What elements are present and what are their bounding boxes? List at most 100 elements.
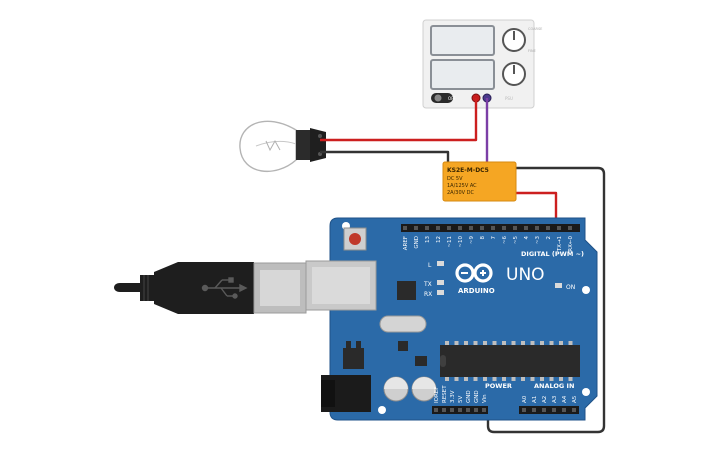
mcu-leg — [483, 341, 487, 345]
analog-pin-hole[interactable] — [572, 408, 576, 412]
mcu-leg — [540, 341, 544, 345]
wire-black-bulb-relay — [320, 150, 450, 168]
power-pin-label: RESET — [442, 385, 448, 403]
digital-pin-label: ~11 — [447, 236, 453, 248]
digital-pin-label: ~10 — [458, 236, 464, 248]
digital-pin-hole[interactable] — [535, 226, 539, 230]
analog-pin-label: A2 — [542, 396, 548, 403]
digital-pin-hole[interactable] — [403, 226, 407, 230]
digital-pin-label: TX→1 — [557, 236, 563, 252]
power-pin-hole[interactable] — [482, 408, 486, 412]
relay[interactable]: KS2E-M-DC5 DC 5V 1A/125V AC 2A/30V DC — [442, 161, 517, 202]
digital-pin-hole[interactable] — [469, 226, 473, 230]
digital-pin-hole[interactable] — [414, 226, 418, 230]
digital-pin-label: 8 — [480, 236, 486, 240]
relay-spec-1: DC 5V — [447, 176, 463, 182]
mcu-leg — [521, 377, 525, 381]
power-supply[interactable]: COARSE FINE OFF PSU — [422, 19, 542, 109]
light-bulb[interactable] — [239, 120, 326, 173]
svg-text:PSU: PSU — [505, 96, 513, 101]
relay-spec-3: 2A/30V DC — [447, 190, 475, 196]
analog-pin-hole[interactable] — [552, 408, 556, 412]
led-rx-label: RX — [424, 291, 432, 298]
digital-pin-hole[interactable] — [436, 226, 440, 230]
mounting-hole — [378, 406, 386, 414]
arduino-infinity-logo-icon — [455, 263, 493, 283]
reset-button[interactable] — [343, 227, 367, 251]
svg-text:FINE: FINE — [528, 49, 536, 53]
power-pin-label: GND — [474, 390, 480, 403]
mcu-leg — [502, 341, 506, 345]
power-pin-label: 3.3V — [450, 390, 456, 403]
digital-pin-label: 13 — [425, 236, 431, 243]
digital-pin-hole[interactable] — [502, 226, 506, 230]
analog-pin-label: A5 — [572, 395, 578, 403]
voltage-regulator — [343, 348, 364, 369]
usb-cable[interactable] — [114, 262, 307, 314]
relay-model: KS2E-M-DC5 — [447, 167, 489, 174]
analog-header[interactable] — [519, 406, 579, 414]
digital-header[interactable] — [401, 224, 580, 232]
digital-pin-label: GND — [414, 236, 420, 249]
digital-pin-hole[interactable] — [491, 226, 495, 230]
current-display — [430, 59, 495, 90]
mcu-leg — [568, 341, 573, 345]
digital-pin-hole[interactable] — [524, 226, 528, 230]
digital-pin-label: ~9 — [469, 236, 475, 245]
analog-pin-label: A0 — [522, 395, 528, 403]
led-on — [555, 283, 562, 288]
mcu-leg — [568, 377, 573, 381]
analog-pin-hole[interactable] — [542, 408, 546, 412]
relay-spec-2: 1A/125V AC — [447, 183, 477, 189]
mcu-leg — [473, 341, 478, 345]
analog-pin-label: A4 — [562, 395, 568, 403]
power-pin-hole[interactable] — [434, 408, 438, 412]
analog-pin-hole[interactable] — [522, 408, 526, 412]
power-pin-label: Vin — [482, 394, 488, 403]
power-header-label: POWER — [485, 382, 512, 390]
power-pin-label: IOREF — [434, 387, 440, 403]
power-pin-hole[interactable] — [450, 408, 454, 412]
svg-text:COARSE: COARSE — [528, 27, 542, 31]
arduino-brand: ARDUINO — [458, 287, 495, 295]
power-pin-hole[interactable] — [466, 408, 470, 412]
mcu-leg — [492, 341, 497, 345]
digital-pin-hole[interactable] — [425, 226, 429, 230]
mcu-leg — [502, 377, 506, 381]
power-pin-hole[interactable] — [474, 408, 478, 412]
crystal-oscillator — [379, 315, 427, 333]
mcu-leg — [473, 377, 478, 381]
power-pin-label: GND — [466, 390, 472, 403]
mcu-leg — [549, 377, 554, 381]
led-tx — [437, 280, 444, 285]
mcu-leg — [454, 341, 459, 345]
digital-pin-hole[interactable] — [568, 226, 572, 230]
digital-pin-label: ~6 — [502, 236, 508, 245]
arduino-model: UNO — [506, 265, 545, 285]
digital-pin-hole[interactable] — [513, 226, 517, 230]
led-rx — [437, 290, 444, 295]
digital-pin-hole[interactable] — [546, 226, 550, 230]
mcu-leg — [464, 341, 468, 345]
power-jack[interactable] — [321, 375, 371, 412]
led-l — [437, 261, 444, 266]
digital-pin-hole[interactable] — [480, 226, 484, 230]
digital-pin-hole[interactable] — [458, 226, 462, 230]
analog-pin-label: A1 — [532, 396, 538, 403]
power-pin-hole[interactable] — [442, 408, 446, 412]
digital-pin-hole[interactable] — [447, 226, 451, 230]
wire-black-relay-gnd — [486, 166, 606, 434]
analog-pin-hole[interactable] — [532, 408, 536, 412]
power-pin-hole[interactable] — [458, 408, 462, 412]
digital-pin-label: ~5 — [513, 236, 519, 245]
mcu-leg — [445, 341, 449, 345]
wire-red-psu-bulb — [320, 98, 478, 142]
mcu-leg — [521, 341, 525, 345]
mcu-leg — [559, 377, 563, 381]
capacitor — [411, 376, 437, 402]
mcu-leg — [530, 341, 535, 345]
digital-pin-hole[interactable] — [557, 226, 561, 230]
analog-pin-hole[interactable] — [562, 408, 566, 412]
led-on-label: ON — [566, 284, 575, 291]
